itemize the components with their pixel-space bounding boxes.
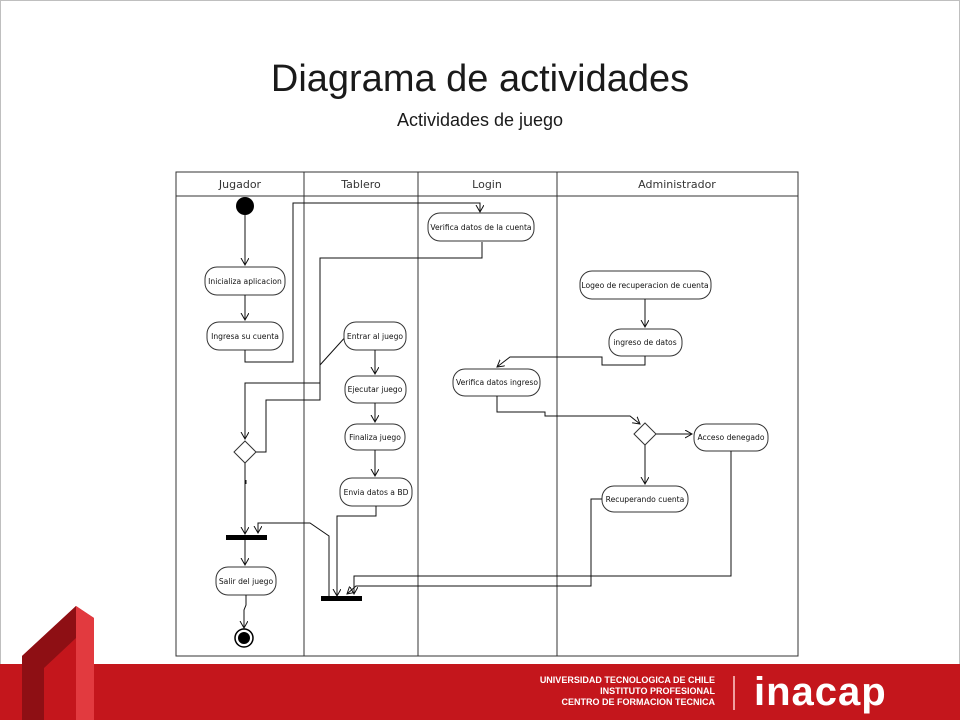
lane-login: Login <box>472 178 502 191</box>
decision-jugador <box>233 440 257 464</box>
lane-administrador: Administrador <box>638 178 716 191</box>
join-bar-tablero <box>321 596 362 601</box>
action-verifica-cuenta-label: Verifica datos de la cuenta <box>430 223 531 232</box>
action-envia-label: Envia datos a BD <box>344 488 409 497</box>
footer-separator <box>733 676 735 710</box>
action-entrar-label: Entrar al juego <box>347 332 403 341</box>
inacap-cube-icon <box>22 606 94 720</box>
action-verifica-ingreso-label: Verifica datos ingreso <box>456 378 538 387</box>
action-verifica-cuenta <box>427 212 535 242</box>
action-salir-label: Salir del juego <box>219 577 274 586</box>
footer-bar <box>0 664 960 720</box>
action-ingresa-label: Ingresa su cuenta <box>211 332 279 341</box>
institution-line-1: UNIVERSIDAD TECNOLOGICA DE CHILE <box>539 675 715 685</box>
action-recuperando-label: Recuperando cuenta <box>606 495 685 504</box>
institution-line-2: INSTITUTO PROFESIONAL <box>600 686 715 696</box>
action-acceso-denegado-label: Acceso denegado <box>697 433 764 442</box>
action-finaliza-label: Finaliza juego <box>349 433 401 442</box>
institution-line-3: CENTRO DE FORMACION TECNICA <box>561 697 716 707</box>
action-logeo-label: Logeo de recuperacion de cuenta <box>581 281 708 290</box>
join-bar-jugador <box>226 535 267 540</box>
action-ejecutar-label: Ejecutar juego <box>348 385 403 394</box>
action-inicializa-label: Inicializa aplicacion <box>208 277 282 286</box>
action-ingreso-datos-label: ingreso de datos <box>613 338 676 347</box>
slide-title: Diagrama de actividades <box>270 58 690 100</box>
brand-logo: inacap <box>754 670 887 714</box>
institution-text: UNIVERSIDAD TECNOLOGICA DE CHILE INSTITU… <box>533 675 715 708</box>
lane-jugador: Jugador <box>218 178 262 191</box>
final-node-core <box>238 632 250 644</box>
swimlane-frame <box>175 171 799 657</box>
slide-subtitle: Actividades de juego <box>396 110 564 130</box>
decision-admin <box>633 422 657 446</box>
lane-tablero: Tablero <box>340 178 381 191</box>
initial-node <box>236 197 254 215</box>
